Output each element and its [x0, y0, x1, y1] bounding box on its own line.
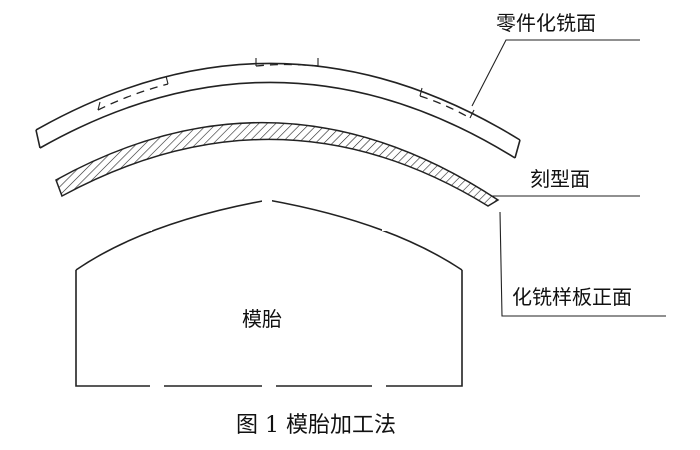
part-strip	[35, 58, 521, 159]
milling-template	[55, 121, 500, 207]
label-part-milled-surface: 零件化铣面	[496, 11, 596, 35]
label-engraved-surface: 刻型面	[530, 167, 590, 191]
leader-template-front	[499, 211, 666, 317]
label-template-front: 化铣样板正面	[512, 285, 632, 309]
label-mold: 模胎	[242, 307, 282, 331]
figure-caption: 图 1 模胎加工法	[236, 413, 396, 438]
milled-pocket-center	[255, 58, 319, 67]
leader-part-milled-surface	[471, 39, 640, 107]
milled-pocket-right	[419, 87, 475, 119]
milled-pocket-left	[97, 75, 169, 111]
leader-lines	[471, 39, 666, 317]
mold-block	[75, 198, 463, 389]
